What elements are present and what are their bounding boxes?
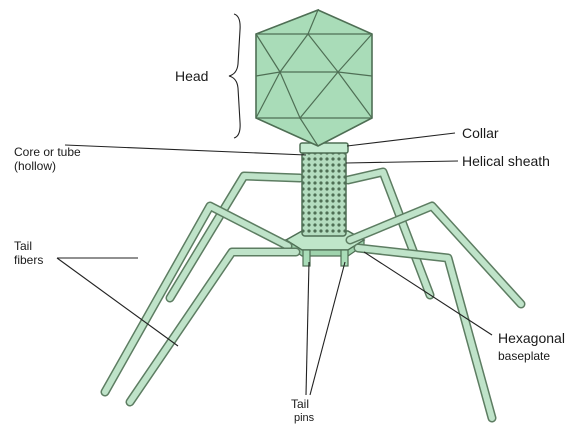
- label-helical-sheath: Helical sheath: [462, 153, 550, 169]
- label-core-line1: Core or tube: [14, 145, 81, 159]
- label-collar: Collar: [462, 125, 499, 141]
- helical-sheath: [302, 152, 346, 236]
- collar: [300, 143, 348, 153]
- head-bracket: [229, 14, 240, 138]
- label-tail-fibers-line2: fibers: [14, 253, 43, 267]
- label-tail-pins-line1: Tail: [291, 397, 309, 411]
- label-baseplate-line2: baseplate: [498, 349, 550, 363]
- label-baseplate-line1: Hexagonal: [498, 330, 565, 346]
- capsid-head: [256, 10, 372, 146]
- label-head: Head: [175, 68, 208, 84]
- label-tail-pins-line2: pins: [294, 412, 315, 424]
- label-tail-fibers-line1: Tail: [14, 239, 32, 253]
- label-core-line2: (hollow): [14, 159, 56, 173]
